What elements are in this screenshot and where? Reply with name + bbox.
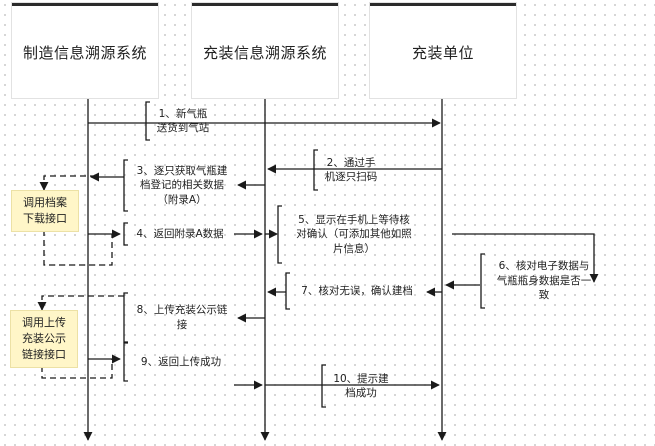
step5-bracket: [277, 205, 282, 264]
step-6-label: 6、核对电子数据与气瓶瓶身数据是否一致: [496, 260, 592, 302]
step4-bracket: [123, 222, 128, 246]
step-10-label: 10、提示建档成功: [333, 372, 389, 400]
step-2-label: 2、通过手机逐只扫码: [324, 156, 378, 184]
note-archive-download-api: 调用档案下载接口: [11, 190, 79, 232]
lane-manufacturing-system: 制造信息溯源系统: [12, 3, 158, 98]
lane-filling-system: 充装信息溯源系统: [192, 3, 338, 98]
step7-bracket: [285, 272, 290, 310]
step2-bracket: [313, 149, 318, 191]
step9-bracket: [123, 342, 128, 382]
lane-filling-unit: 充装单位: [370, 3, 516, 98]
lane-title: 充装信息溯源系统: [202, 43, 327, 62]
step6-bracket: [480, 253, 485, 309]
lane-title: 充装单位: [411, 43, 474, 62]
step-7-label: 7、核对无误，确认建档: [301, 284, 413, 297]
upload-note-connector-bottom: [41, 359, 113, 379]
note-upload-link-api: 调用上传充装公示链接接口: [10, 310, 78, 368]
step-1-label: 1、新气瓶送货到气站: [156, 107, 210, 135]
step8-bracket: [123, 292, 128, 343]
step5-to-unit-arrow: [452, 233, 599, 283]
step-9-label: 9、返回上传成功: [140, 355, 222, 368]
archive-note-connector-bottom: [43, 230, 113, 266]
step-8-label: 8、上传充装公示链接: [136, 304, 228, 331]
step3-bracket: [123, 159, 128, 212]
lane-title: 制造信息溯源系统: [22, 43, 147, 62]
step-3-label: 3、逐只获取气瓶建档登记的相关数据（附录A）: [136, 164, 228, 206]
upload-note-connector-top: [37, 295, 124, 311]
step-4-label: 4、返回附录A数据: [136, 227, 224, 240]
step10-bracket: [321, 364, 326, 408]
step1-bracket: [145, 101, 150, 141]
step-5-label: 5、显示在手机上等待核对确认（可添加其他如照片信息）: [296, 213, 412, 255]
archive-note-connector-top: [39, 175, 96, 191]
